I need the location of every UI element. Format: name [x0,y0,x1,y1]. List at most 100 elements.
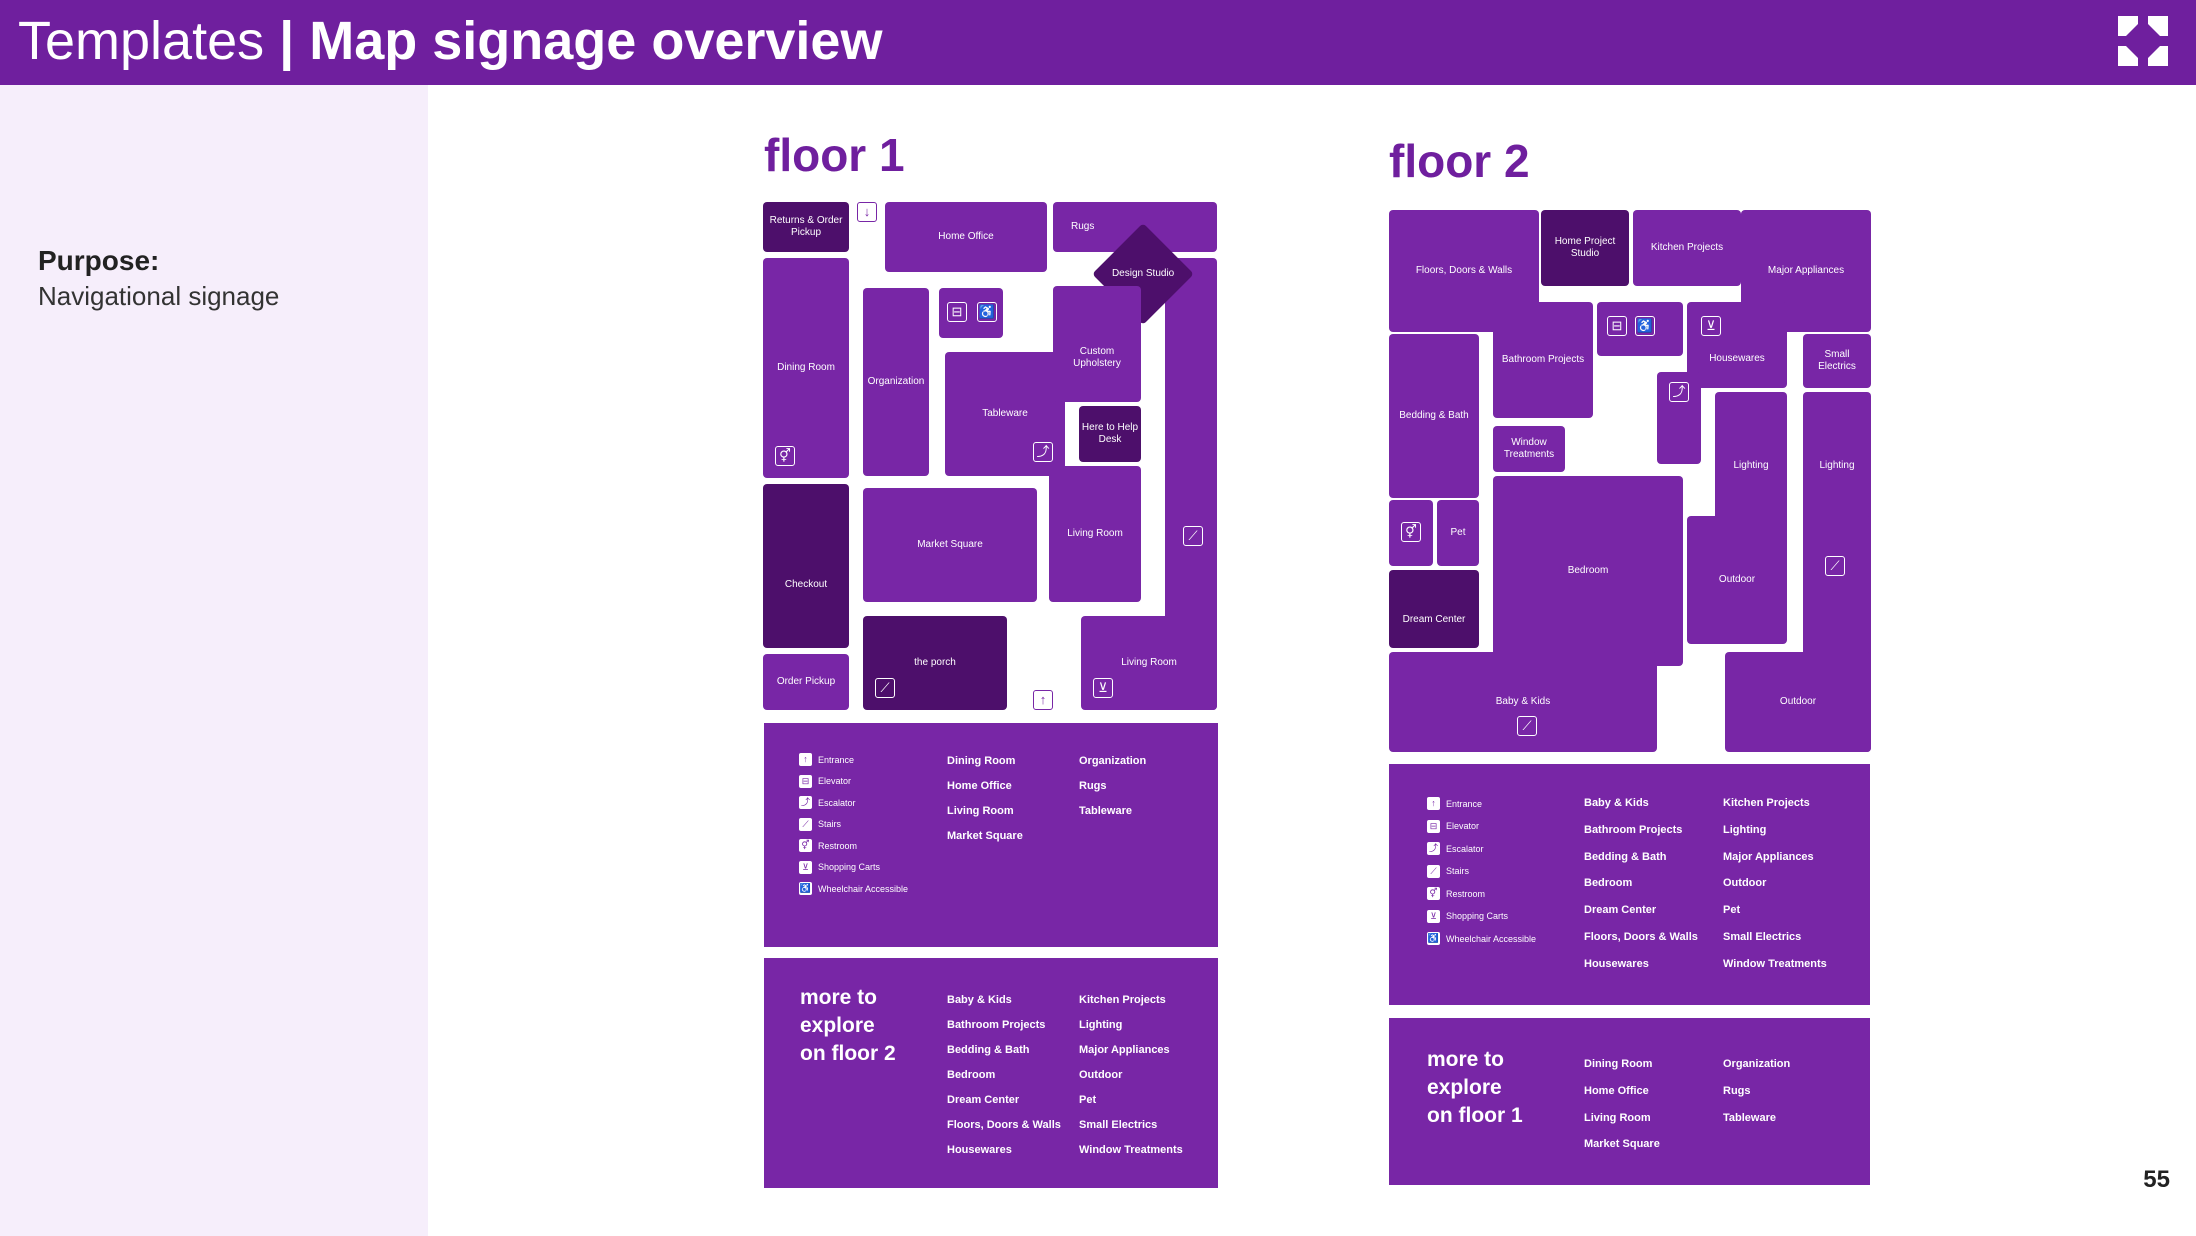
directory-item: Floors, Doors & Walls [947,1119,1061,1131]
directory-item: Tableware [1079,805,1132,817]
legend-item: ♿ Wheelchair Accessible [1427,932,1536,945]
legend-label: Escalator [1446,843,1484,854]
room-custom-upholstery: Custom Upholstery [1053,286,1141,402]
legend-label: Escalator [818,797,856,808]
room-home-project: Home Project Studio [1541,210,1629,286]
directory-item: Organization [1079,755,1147,767]
title-separator: | [279,11,295,71]
directory-item: Bathroom Projects [1584,823,1683,836]
legend-glyph-icon: ⊻ [799,860,812,874]
floor2-map: Floors, Doors & Walls Home Project Studi… [1389,210,1871,752]
legend-label: Stairs [1446,866,1470,876]
legend-label: Entrance [818,754,855,765]
stairs-icon: ⟋ [1183,526,1203,546]
room-baby-kids: Baby & Kids [1389,652,1657,752]
legend-item: ⤴ Escalator [799,796,856,809]
legend-glyph-icon: ⊻ [1427,909,1440,923]
legend-item: ⤴ Escalator [1427,842,1484,855]
legend-label: Elevator [818,776,852,786]
directory-item: Bedroom [1584,877,1633,890]
floor1-directory-panel: ↑ Entrance ⊟ Elevator ⤴ Escalator ⟋Stairs ⚥ Rest… [764,723,1218,947]
page-number: 55 [2143,1166,2170,1193]
floor2-more-title: more to explore on floor 1 [1427,1048,1523,1127]
room-checkout: Checkout [763,484,849,648]
directory-item: Bedroom [947,1069,996,1081]
directory-item: Dining Room [1584,1058,1653,1070]
room-order-pickup: Order Pickup [763,654,849,710]
legend-label: Entrance [1446,798,1483,809]
legend-glyph-icon: ♿ [1427,932,1440,945]
elevator-icon: ⊟ [947,302,967,322]
restroom-icon: ⚥ [775,446,795,466]
legend-label: Wheelchair Accessible [818,883,909,894]
directory-item: Floors, Doors & Walls [1584,931,1698,943]
directory-item: Bedding & Bath [1584,850,1667,863]
directory-item: Housewares [1584,957,1649,970]
directory-item: Pet [1723,904,1741,917]
directory-item: Bathroom Projects [947,1019,1046,1031]
room-market-square: Market Square [863,488,1037,602]
utility-block [939,288,1003,338]
room-outdoor-a: Outdoor [1687,516,1787,644]
room-dining: Dining Room [763,258,849,478]
legend-item: ⟋Stairs [799,817,841,831]
directory-item: Housewares [947,1144,1012,1156]
legend-glyph-icon: ⤴ [799,796,812,809]
stairs-icon-baby: ⟋ [1517,716,1537,736]
legend-item: ⚥ Restroom [799,839,857,852]
legend-glyph-icon: ⟋ [799,817,812,831]
directory-item: Major Appliances [1723,850,1814,863]
legend-glyph-icon: ⤴ [1427,842,1440,855]
down-arrow-icon: ↓ [857,202,877,222]
legend-glyph-icon: ♿ [799,882,812,895]
legend-label: Shopping Carts [1446,911,1509,921]
header-bar: Templates | Map signage overview [0,0,2196,85]
stairs-icon-f2: ⟋ [1825,556,1845,576]
legend-glyph-icon: ↑ [1427,797,1440,810]
escalator-icon-f2: ⤴ [1669,382,1689,402]
legend-label: Wheelchair Accessible [1446,933,1537,944]
room-living-a: Living Room [1049,466,1141,602]
room-dream-center: Dream Center [1389,570,1479,648]
directory-item: Market Square [1584,1138,1660,1151]
floor1-title: floor 1 [764,129,905,181]
escalator-icon: ⤴ [1033,442,1053,462]
legend-item: ⊻Shopping Carts [799,860,880,874]
purpose-label: Purpose: [38,245,160,276]
legend-glyph-icon: ⊟ [799,774,812,788]
room-outdoor-b: Outdoor [1725,652,1871,752]
legend-glyph-icon: ⚥ [1427,887,1440,900]
legend-label: Restroom [818,840,858,851]
directory-item: Lighting [1079,1019,1123,1031]
room-window-treatments: Window Treatments [1493,426,1565,472]
directory-item: Major Appliances [1079,1044,1170,1056]
legend-glyph-icon: ↑ [799,753,812,766]
directory-item: Dream Center [947,1094,1020,1106]
room-kitchen-projects: Kitchen Projects [1633,210,1741,286]
directory-item: Pet [1079,1094,1097,1106]
directory-item: Home Office [947,780,1012,792]
shopping-cart-icon-f2: ⊻ [1701,316,1721,336]
directory-item: Rugs [1079,780,1107,792]
shopping-cart-icon: ⊻ [1093,678,1113,698]
directory-item: Baby & Kids [947,994,1012,1006]
legend-glyph-icon: ⟋ [1427,864,1440,878]
floor2-title: floor 2 [1389,135,1530,187]
directory-item: Dining Room [947,755,1016,767]
directory-item: Home Office [1584,1084,1649,1097]
directory-item: Outdoor [1723,877,1767,890]
legend-item: ↑ Entrance [799,753,854,766]
up-arrow-icon: ↑ [1033,690,1053,710]
legend-glyph-icon: ⚥ [799,839,812,852]
legend-item: ↑ Entrance [1427,797,1482,810]
floor1-more-title: more to explore on floor 2 [800,986,896,1065]
room-lighting-a: Lighting [1715,392,1787,540]
directory-item: Living Room [1584,1111,1651,1124]
legend-item: ⊻ Shopping Carts [1427,909,1509,923]
legend-item: ⊟Elevator [1427,819,1479,833]
floor1-map: Returns & Order Pickup ↓ Home Office Rug… [763,200,1218,712]
legend-glyph-icon: ⊟ [1427,819,1440,833]
legend-item: ⊟ Elevator [799,774,852,788]
